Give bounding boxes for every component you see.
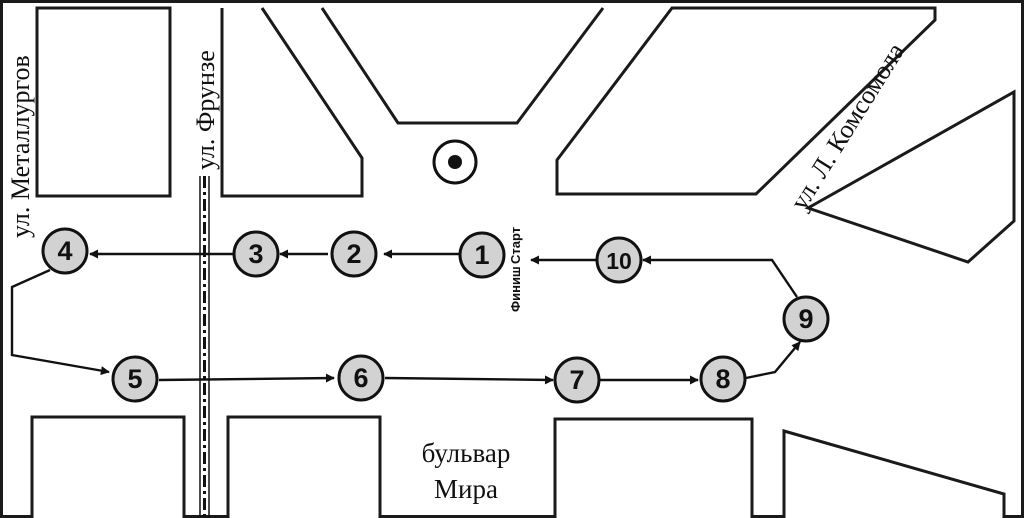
block-north-east	[555, 6, 937, 196]
checkpoint-label: 9	[798, 304, 813, 334]
block-south-4	[782, 429, 1006, 518]
checkpoint-label: 3	[248, 239, 263, 269]
checkpoint-label: 7	[569, 365, 584, 395]
street-label-mira: Мира	[434, 474, 498, 504]
route-path	[10, 249, 801, 385]
checkpoint-6: 6	[337, 354, 385, 402]
checkpoint-8: 8	[699, 355, 747, 403]
checkpoint-9: 9	[782, 295, 830, 343]
checkpoint-10: 10	[595, 236, 643, 284]
block-south-3	[553, 417, 754, 518]
block-metallurgov	[35, 6, 172, 198]
route-segment-9-10	[642, 255, 798, 298]
frunze-divider	[199, 176, 210, 518]
checkpoint-2: 2	[330, 230, 378, 278]
checkpoint-label: 8	[715, 364, 730, 394]
monument-icon	[432, 139, 478, 185]
checkpoint-label: 1	[474, 240, 489, 270]
checkpoint-3: 3	[232, 230, 280, 278]
street-label-metallurgov: ул. Металлургов	[6, 55, 35, 238]
route-segment-6-7	[384, 375, 554, 385]
checkpoint-label: 5	[127, 364, 142, 394]
checkpoint-5: 5	[111, 355, 159, 403]
checkpoint-4: 4	[41, 227, 89, 275]
block-komsomola-east	[804, 89, 1016, 264]
street-label-bulvar: бульвар	[422, 438, 511, 468]
route-segment-4-5	[10, 268, 110, 376]
start-label: Старт	[508, 227, 523, 264]
city-blocks	[30, 6, 1016, 518]
finish-label: Финиш	[508, 266, 523, 312]
block-south-2	[226, 415, 382, 518]
checkpoint-label: 2	[346, 239, 361, 269]
checkpoint-label: 4	[57, 236, 72, 266]
checkpoint-label: 6	[353, 363, 368, 393]
route-segment-8-9	[745, 341, 801, 380]
block-north	[320, 7, 605, 125]
route-segment-5-6	[158, 373, 335, 383]
checkpoint-7: 7	[553, 356, 601, 404]
block-frunze-east	[220, 7, 364, 198]
street-label-frunze: ул. Фрунзе	[191, 50, 220, 170]
block-south-1	[30, 415, 186, 518]
checkpoint-label: 10	[606, 248, 632, 274]
checkpoint-1: 1	[458, 231, 506, 279]
